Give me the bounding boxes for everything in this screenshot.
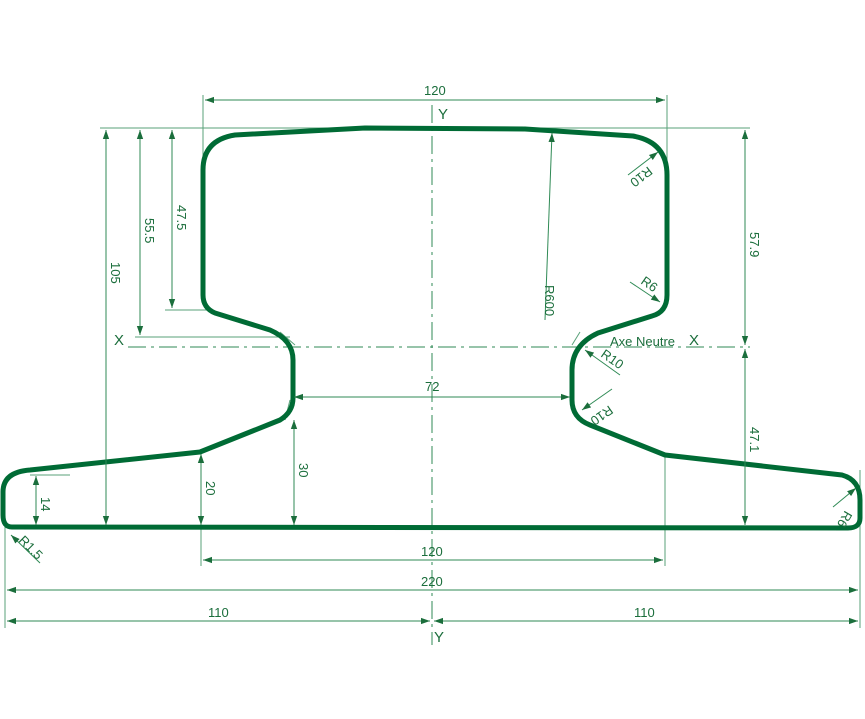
y-axis-label-top: Y [438, 106, 448, 123]
radius-crown: R600 [542, 285, 557, 316]
dim-foot-width: 220 [421, 574, 443, 589]
y-axis-label-bottom: Y [434, 629, 444, 646]
radius-head-top-corner: R10 [627, 164, 655, 191]
dim-head-depth: 47.5 [174, 205, 189, 230]
radius-foot-right: R6 [834, 509, 855, 531]
x-axis-label-right: X [689, 332, 699, 349]
dim-half-right: 110 [634, 605, 655, 620]
radius-foot-left: R1.5 [16, 533, 46, 563]
dim-lower-height: 47.1 [747, 427, 762, 452]
x-axis-label-left: X [114, 332, 124, 349]
dim-foot-edge: 14 [38, 497, 53, 511]
dim-neutral-to-top: 55.5 [142, 218, 157, 243]
dim-half-left: 110 [208, 605, 229, 620]
dim-web-width: 72 [425, 379, 439, 394]
dim-web-base-height: 30 [296, 463, 311, 477]
rail-profile-outline [0, 125, 863, 531]
radius-head-bottom-corner: R6 [638, 273, 660, 295]
dim-total-height: 105 [108, 262, 123, 284]
dim-foot-inner-width: 120 [421, 544, 443, 559]
neutral-axis-label: Axe Neutre [610, 334, 675, 349]
dimension-lines [7, 96, 858, 625]
dim-upper-height: 57.9 [747, 232, 762, 257]
radius-web-top: R10 [598, 346, 626, 372]
dim-head-width: 120 [424, 83, 446, 98]
dim-foot-rise: 20 [203, 481, 218, 495]
